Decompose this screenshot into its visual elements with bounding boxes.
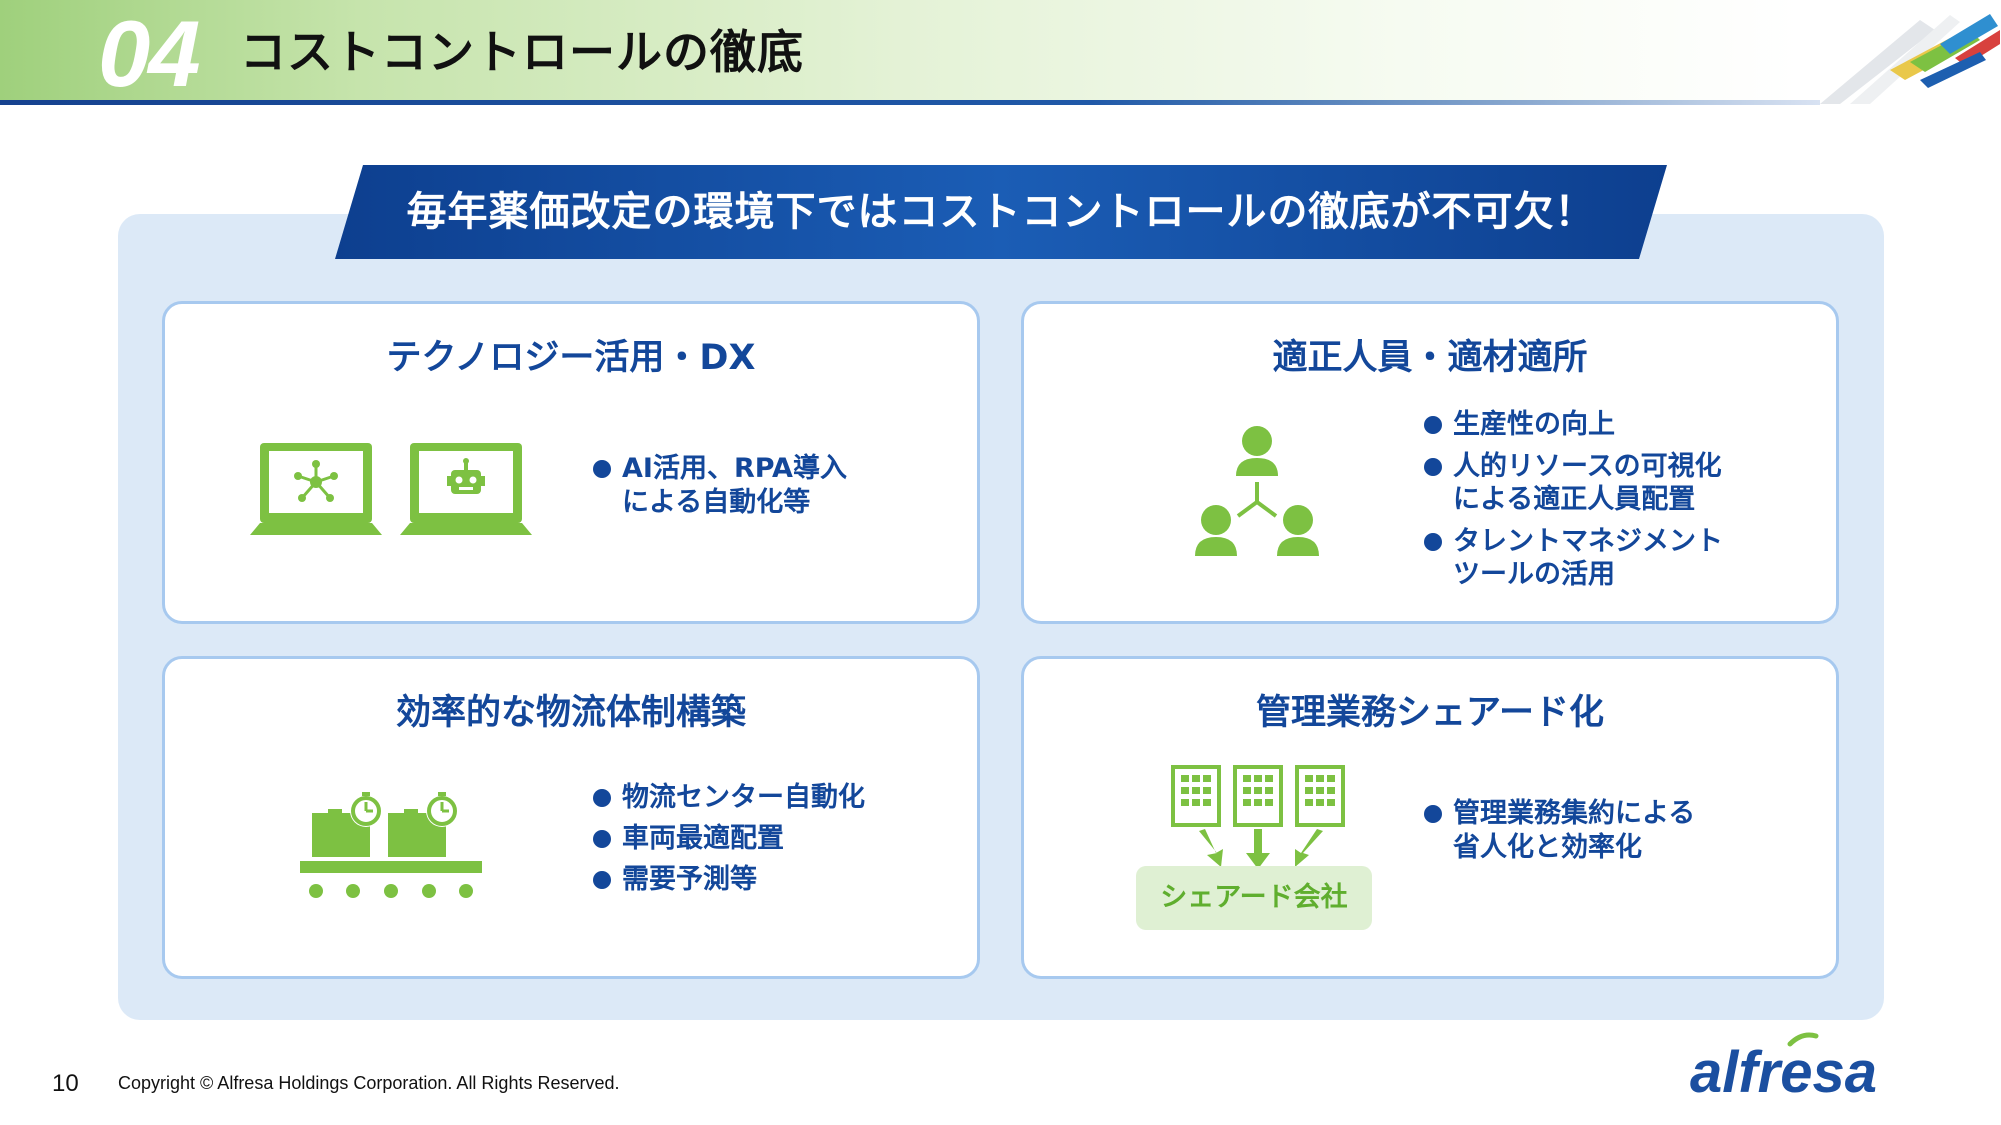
bullet-list: 生産性の向上 人的リソースの可視化 による適正人員配置 タレントマネジメント ツ…: [1424, 408, 1723, 600]
bullet-list: 物流センター自動化 車両最適配置 需要予測等: [593, 781, 865, 904]
bullet-item: タレントマネジメント ツールの活用: [1424, 525, 1723, 591]
banner-background: [335, 165, 1667, 259]
buildings-to-shared-company-icon: [1171, 765, 1345, 869]
bullet-list: 管理業務集約による 省人化と効率化: [1424, 797, 1695, 872]
header-band: [0, 0, 2001, 104]
banner-headline: 毎年薬価改定の環境下ではコストコントロールの徹底が不可欠！: [406, 189, 1596, 235]
alfresa-logo: alfresa: [1690, 1032, 1877, 1100]
bullet-item: 人的リソースの可視化 による適正人員配置: [1424, 450, 1723, 516]
card-technology: テクノロジー活用・DX AI活用、RPA導入 による自動化等: [162, 301, 980, 624]
svg-text:alfresa: alfresa: [1690, 1040, 1877, 1100]
bullet-item: 車両最適配置: [593, 822, 865, 856]
shared-company-label: シェアード会社: [1136, 866, 1372, 930]
card-title: 管理業務シェアード化: [1256, 693, 1604, 733]
header-underline: [0, 100, 1820, 105]
page-number: 10: [52, 1070, 79, 1097]
bullet-item: AI活用、RPA導入 による自動化等: [593, 452, 847, 520]
card-logistics: 効率的な物流体制構築 物流センター自動化 車両最適配置 需要予測等: [162, 656, 980, 979]
bullet-item: 需要予測等: [593, 863, 865, 897]
people-network-icon: [1195, 426, 1319, 556]
conveyor-boxes-timer-icon: [300, 792, 482, 898]
section-number: 04: [98, 1, 201, 106]
card-staffing: 適正人員・適材適所 生産性の向上 人的リソースの可視化 による適正人員配置 タレ…: [1021, 301, 1839, 624]
bullet-item: 生産性の向上: [1424, 408, 1723, 441]
page-title: コストコントロールの徹底: [240, 25, 804, 79]
decorative-stripes-icon: [1820, 14, 2000, 104]
card-title: テクノロジー活用・DX: [386, 338, 756, 378]
bullet-item: 物流センター自動化: [593, 781, 865, 815]
laptops-network-robot-icon: [250, 443, 532, 535]
card-title: 適正人員・適材適所: [1272, 338, 1588, 378]
bullet-item: 管理業務集約による 省人化と効率化: [1424, 797, 1695, 865]
bullet-list: AI活用、RPA導入 による自動化等: [593, 452, 847, 527]
card-shared-services: 管理業務シェアード化 管理業務集約による 省人化と効率化: [1021, 656, 1839, 979]
card-title: 効率的な物流体制構築: [395, 693, 746, 733]
copyright-text: Copyright © Alfresa Holdings Corporation…: [118, 1073, 620, 1093]
